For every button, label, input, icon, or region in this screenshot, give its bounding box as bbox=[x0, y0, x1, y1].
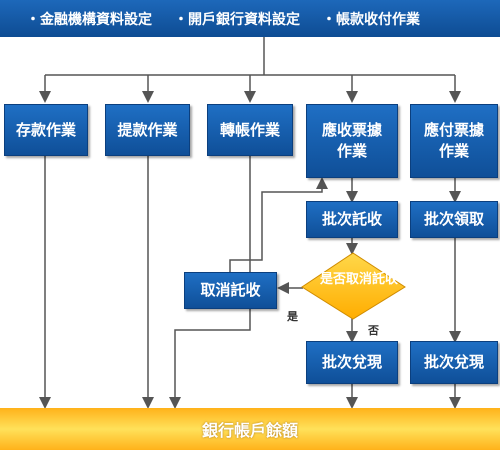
batch-cash-right-box[interactable]: 批次兌現 bbox=[410, 341, 498, 384]
batch-collect-box[interactable]: 批次託收 bbox=[306, 201, 398, 238]
cancel-collect-box[interactable]: 取消託收 bbox=[184, 272, 277, 309]
transfer-box[interactable]: 轉帳作業 bbox=[207, 104, 293, 156]
header-item-payment[interactable]: ・帳款收付作業 bbox=[322, 11, 420, 28]
receivable-label: 應收票據作業 bbox=[321, 121, 382, 160]
deposit-box[interactable]: 存款作業 bbox=[4, 104, 88, 156]
decision-yes-label: 是 bbox=[287, 310, 298, 323]
payable-box[interactable]: 應付票據作業 bbox=[410, 104, 498, 178]
decision-diamond bbox=[301, 252, 406, 320]
batch-receive-label: 批次領取 bbox=[423, 210, 484, 228]
footer-bar: 銀行帳戶餘額 bbox=[0, 408, 500, 450]
transfer-label: 轉帳作業 bbox=[219, 120, 280, 139]
receivable-box[interactable]: 應收票據作業 bbox=[306, 104, 398, 178]
cancel-collect-label: 取消託收 bbox=[200, 281, 261, 299]
decision-text: 是否取消託收 bbox=[319, 272, 398, 287]
header-item-bank-account[interactable]: ・開戶銀行資料設定 bbox=[174, 11, 300, 28]
batch-receive-box[interactable]: 批次領取 bbox=[410, 201, 498, 238]
withdraw-label: 提款作業 bbox=[117, 120, 178, 139]
batch-cash-left-label: 批次兌現 bbox=[321, 353, 382, 371]
batch-collect-label: 批次託收 bbox=[321, 210, 382, 228]
withdraw-box[interactable]: 提款作業 bbox=[105, 104, 190, 156]
batch-cash-left-box[interactable]: 批次兌現 bbox=[306, 341, 398, 384]
payable-label: 應付票據作業 bbox=[423, 121, 484, 160]
batch-cash-right-label: 批次兌現 bbox=[423, 353, 484, 371]
header-item-financial-institution[interactable]: ・金融機構資料設定 bbox=[26, 11, 152, 28]
deposit-label: 存款作業 bbox=[15, 120, 76, 139]
header-bar: ・金融機構資料設定 ・開戶銀行資料設定 ・帳款收付作業 bbox=[0, 0, 500, 37]
decision-no-label: 否 bbox=[368, 324, 379, 337]
footer-label: 銀行帳戶餘額 bbox=[201, 421, 298, 440]
